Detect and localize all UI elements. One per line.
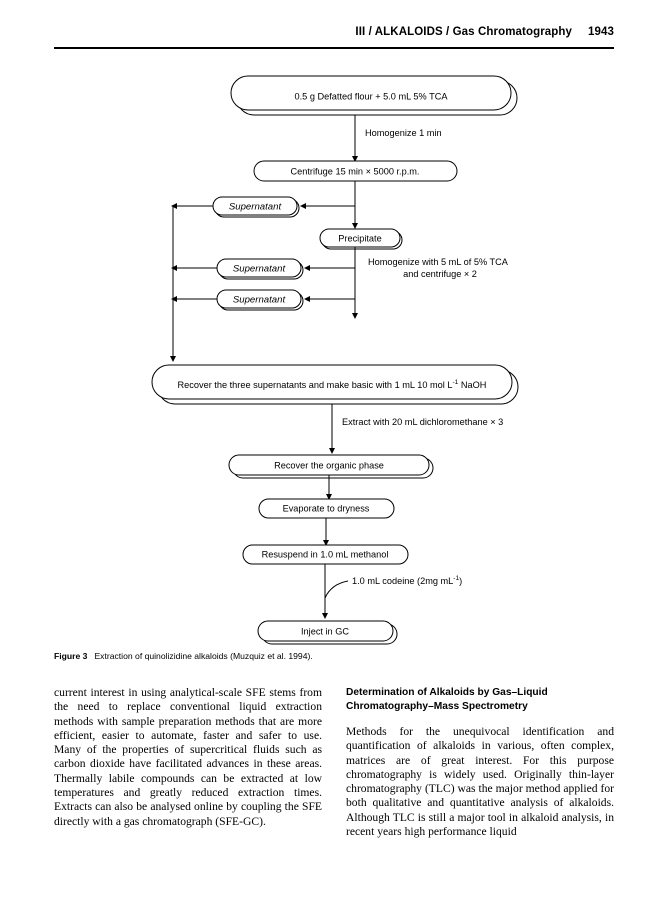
flow-node-start-label: 0.5 g Defatted flour + 5.0 mL 5% TCA — [295, 91, 449, 101]
flow-node-evaporate: Evaporate to dryness — [258, 498, 395, 519]
flow-node-supernatant-3-label: Supernatant — [233, 295, 286, 306]
figure-caption-label: Figure 3 — [54, 651, 88, 661]
flow-node-evaporate-label: Evaporate to dryness — [283, 503, 370, 513]
flow-node-resuspend: Resuspend in 1.0 mL methanol — [242, 544, 409, 565]
flow-node-recover-supernatants-label: Recover the three supernatants and make … — [178, 379, 487, 391]
left-column-paragraph: current interest in using analytical-sca… — [54, 686, 322, 828]
flow-node-supernatant-2: Supernatant — [216, 258, 304, 280]
flow-node-resuspend-label: Resuspend in 1.0 mL methanol — [262, 549, 389, 559]
flow-node-start: 0.5 g Defatted flour + 5.0 mL 5% TCA — [230, 75, 518, 116]
section-heading: Determination of Alkaloids by Gas–Liquid… — [346, 686, 614, 713]
flow-node-supernatant-2-label: Supernatant — [233, 264, 286, 275]
section-heading-line1: Determination of Alkaloids by Gas–Liquid — [346, 687, 548, 698]
extraction-flowchart: 0.5 g Defatted flour + 5.0 mL 5% TCA Hom… — [151, 75, 519, 645]
right-column: Determination of Alkaloids by Gas–Liquid… — [346, 686, 614, 839]
running-head-title: III / ALKALOIDS / Gas Chromatography — [355, 26, 573, 38]
flow-node-inject-gc: Inject in GC — [257, 620, 398, 645]
running-head: III / ALKALOIDS / Gas Chromatography 1943 — [54, 26, 614, 52]
flow-node-centrifuge: Centrifuge 15 min × 5000 r.p.m. — [253, 160, 458, 182]
page-number: 1943 — [588, 26, 614, 38]
flow-node-supernatant-1: Supernatant — [212, 196, 300, 218]
figure-caption: Figure 3 Extraction of quinolizidine alka… — [54, 650, 534, 662]
annotation-codeine: 1.0 mL codeine (2mg mL-1) — [352, 575, 462, 586]
running-head-text: III / ALKALOIDS / Gas Chromatography 1943 — [355, 26, 614, 38]
flow-node-precipitate: Precipitate — [319, 228, 403, 250]
flow-node-precipitate-label: Precipitate — [338, 233, 381, 243]
flow-node-supernatant-3: Supernatant — [216, 289, 304, 311]
leader-line-codeine — [324, 580, 349, 599]
flow-node-recover-supernatants: Recover the three supernatants and make … — [151, 364, 519, 405]
annotation-homogenize-tca-line1: Homogenize with 5 mL of 5% TCA — [368, 257, 509, 267]
annotation-extract-dichloromethane: Extract with 20 mL dichloromethane × 3 — [342, 417, 503, 427]
left-column: current interest in using analytical-sca… — [54, 686, 322, 829]
header-divider-rule — [54, 47, 614, 49]
annotation-homogenize-1min: Homogenize 1 min — [365, 128, 442, 138]
section-heading-line2: Chromatography–Mass Spectrometry — [346, 700, 528, 712]
figure-caption-text: Extraction of quinolizidine alkaloids (M… — [94, 651, 313, 661]
body-columns: current interest in using analytical-sca… — [54, 686, 614, 876]
annotation-homogenize-tca-line2: and centrifuge × 2 — [403, 269, 477, 279]
flow-node-recover-organic-phase-label: Recover the organic phase — [274, 460, 384, 470]
flow-node-recover-organic-phase: Recover the organic phase — [228, 454, 434, 479]
flow-node-centrifuge-label: Centrifuge 15 min × 5000 r.p.m. — [291, 166, 420, 176]
flow-node-supernatant-1-label: Supernatant — [229, 202, 282, 213]
flow-node-inject-gc-label: Inject in GC — [301, 626, 349, 636]
right-column-paragraph: Methods for the unequivocal identificati… — [346, 725, 614, 839]
